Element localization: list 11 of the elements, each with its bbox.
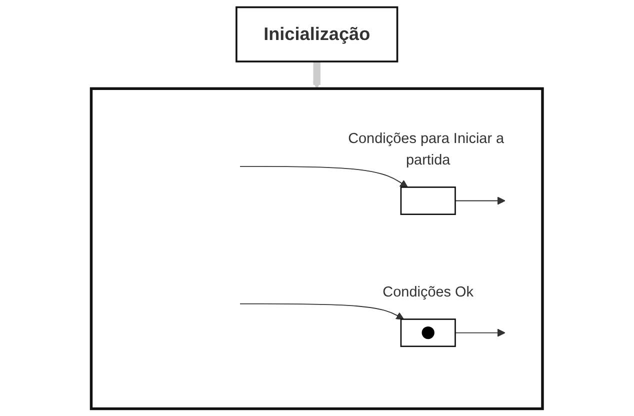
node-box [236, 6, 398, 62]
node-dot-box [400, 318, 456, 348]
arrow [240, 303, 404, 320]
node-box [400, 186, 456, 215]
arrow [454, 328, 506, 337]
arrow [240, 166, 408, 188]
cluster [90, 87, 544, 410]
arrow [313, 60, 321, 89]
arrow [454, 196, 506, 205]
node-label: Condições Ok [382, 284, 474, 300]
node-label: Condições para Iniciar a partida [348, 131, 504, 168]
